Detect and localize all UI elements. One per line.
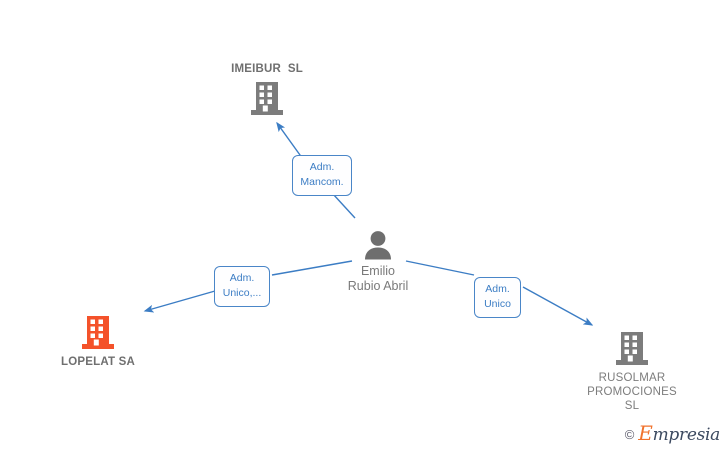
copyright-icon: © [624,427,635,442]
building-icon [552,330,712,368]
empresia-logo-initial: E [638,421,653,445]
edge-label-adm-unico-lopelat[interactable]: Adm. Unico,... [214,266,270,307]
node-lopelat[interactable]: LOPELAT SA [18,314,178,369]
node-imeibur[interactable]: IMEIBUR SL [187,62,347,118]
empresia-watermark: © Empresia [624,423,721,445]
edge-line-unico-lopelat [271,260,353,276]
edge-label-adm-mancom[interactable]: Adm. Mancom. [292,155,352,196]
building-icon [187,80,347,118]
person-icon [298,228,458,262]
edge-line-unico-rusolmar [405,260,475,276]
edge-line-unico-lopelat-head [143,290,216,313]
node-emilio[interactable]: Emilio Rubio Abril [298,228,458,294]
node-label-imeibur: IMEIBUR SL [231,63,303,75]
building-icon [18,314,178,352]
node-label-emilio: Emilio Rubio Abril [347,264,409,293]
empresia-logo-rest: mpresia [652,425,721,445]
edge-label-adm-unico-rusolmar[interactable]: Adm. Unico [474,277,521,318]
empresia-logo-text: Empresia [638,423,721,445]
edge-line-unico-rusolmar-head [522,286,594,326]
node-rusolmar[interactable]: RUSOLMAR PROMOCIONES SL [552,330,712,413]
node-label-rusolmar: RUSOLMAR PROMOCIONES SL [587,372,677,412]
node-label-lopelat: LOPELAT SA [61,356,135,368]
